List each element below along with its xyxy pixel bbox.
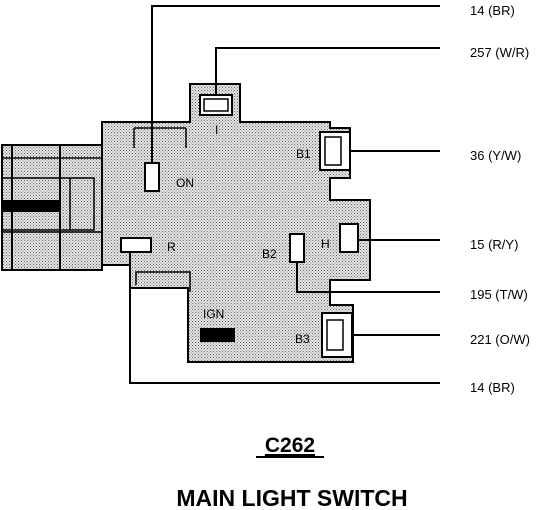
wire-labels: 14 (BR) 257 (W/R) 36 (Y/W) 15 (R/Y) 195 … (470, 3, 530, 395)
wire-14-br-bottom (129, 253, 440, 384)
terminal-i (203, 98, 229, 112)
connector-id: C262 (265, 434, 315, 457)
terminal-b3 (326, 319, 344, 351)
terminal-on (144, 162, 160, 192)
plug-black-terminal (2, 200, 60, 212)
wires (129, 5, 440, 384)
pin-label-i: I (215, 123, 218, 137)
pin-label-r: R (167, 240, 176, 254)
wire-label-221: 221 (O/W) (470, 332, 530, 347)
pin-label-b3: B3 (295, 332, 310, 346)
component-title: MAIN LIGHT SWITCH (176, 485, 407, 510)
pin-label-b2: B2 (262, 247, 277, 261)
pin-label-h: H (321, 237, 330, 251)
terminal-h (339, 223, 359, 253)
terminal-r (120, 237, 152, 253)
pin-label-ign: IGN (203, 307, 224, 321)
terminals (120, 94, 359, 358)
pin-label-b1: B1 (296, 147, 311, 161)
connector-plug (1, 144, 103, 271)
wire-label-15: 15 (R/Y) (470, 237, 518, 252)
wire-label-195: 195 (T/W) (470, 287, 528, 302)
wire-label-14-br-top: 14 (BR) (470, 3, 515, 18)
pin-label-on: ON (176, 176, 194, 190)
wire-label-257: 257 (W/R) (470, 45, 529, 60)
wire-label-36: 36 (Y/W) (470, 148, 521, 163)
wire-195 (296, 262, 440, 293)
wire-14-br-top (151, 5, 440, 165)
terminal-b2 (289, 233, 305, 263)
wire-label-14-br-bottom: 14 (BR) (470, 380, 515, 395)
terminal-ign (200, 328, 235, 342)
wire-257 (215, 47, 440, 98)
terminal-b1 (324, 136, 342, 166)
pin-labels: I B1 ON R B2 H IGN B3 (167, 123, 330, 346)
